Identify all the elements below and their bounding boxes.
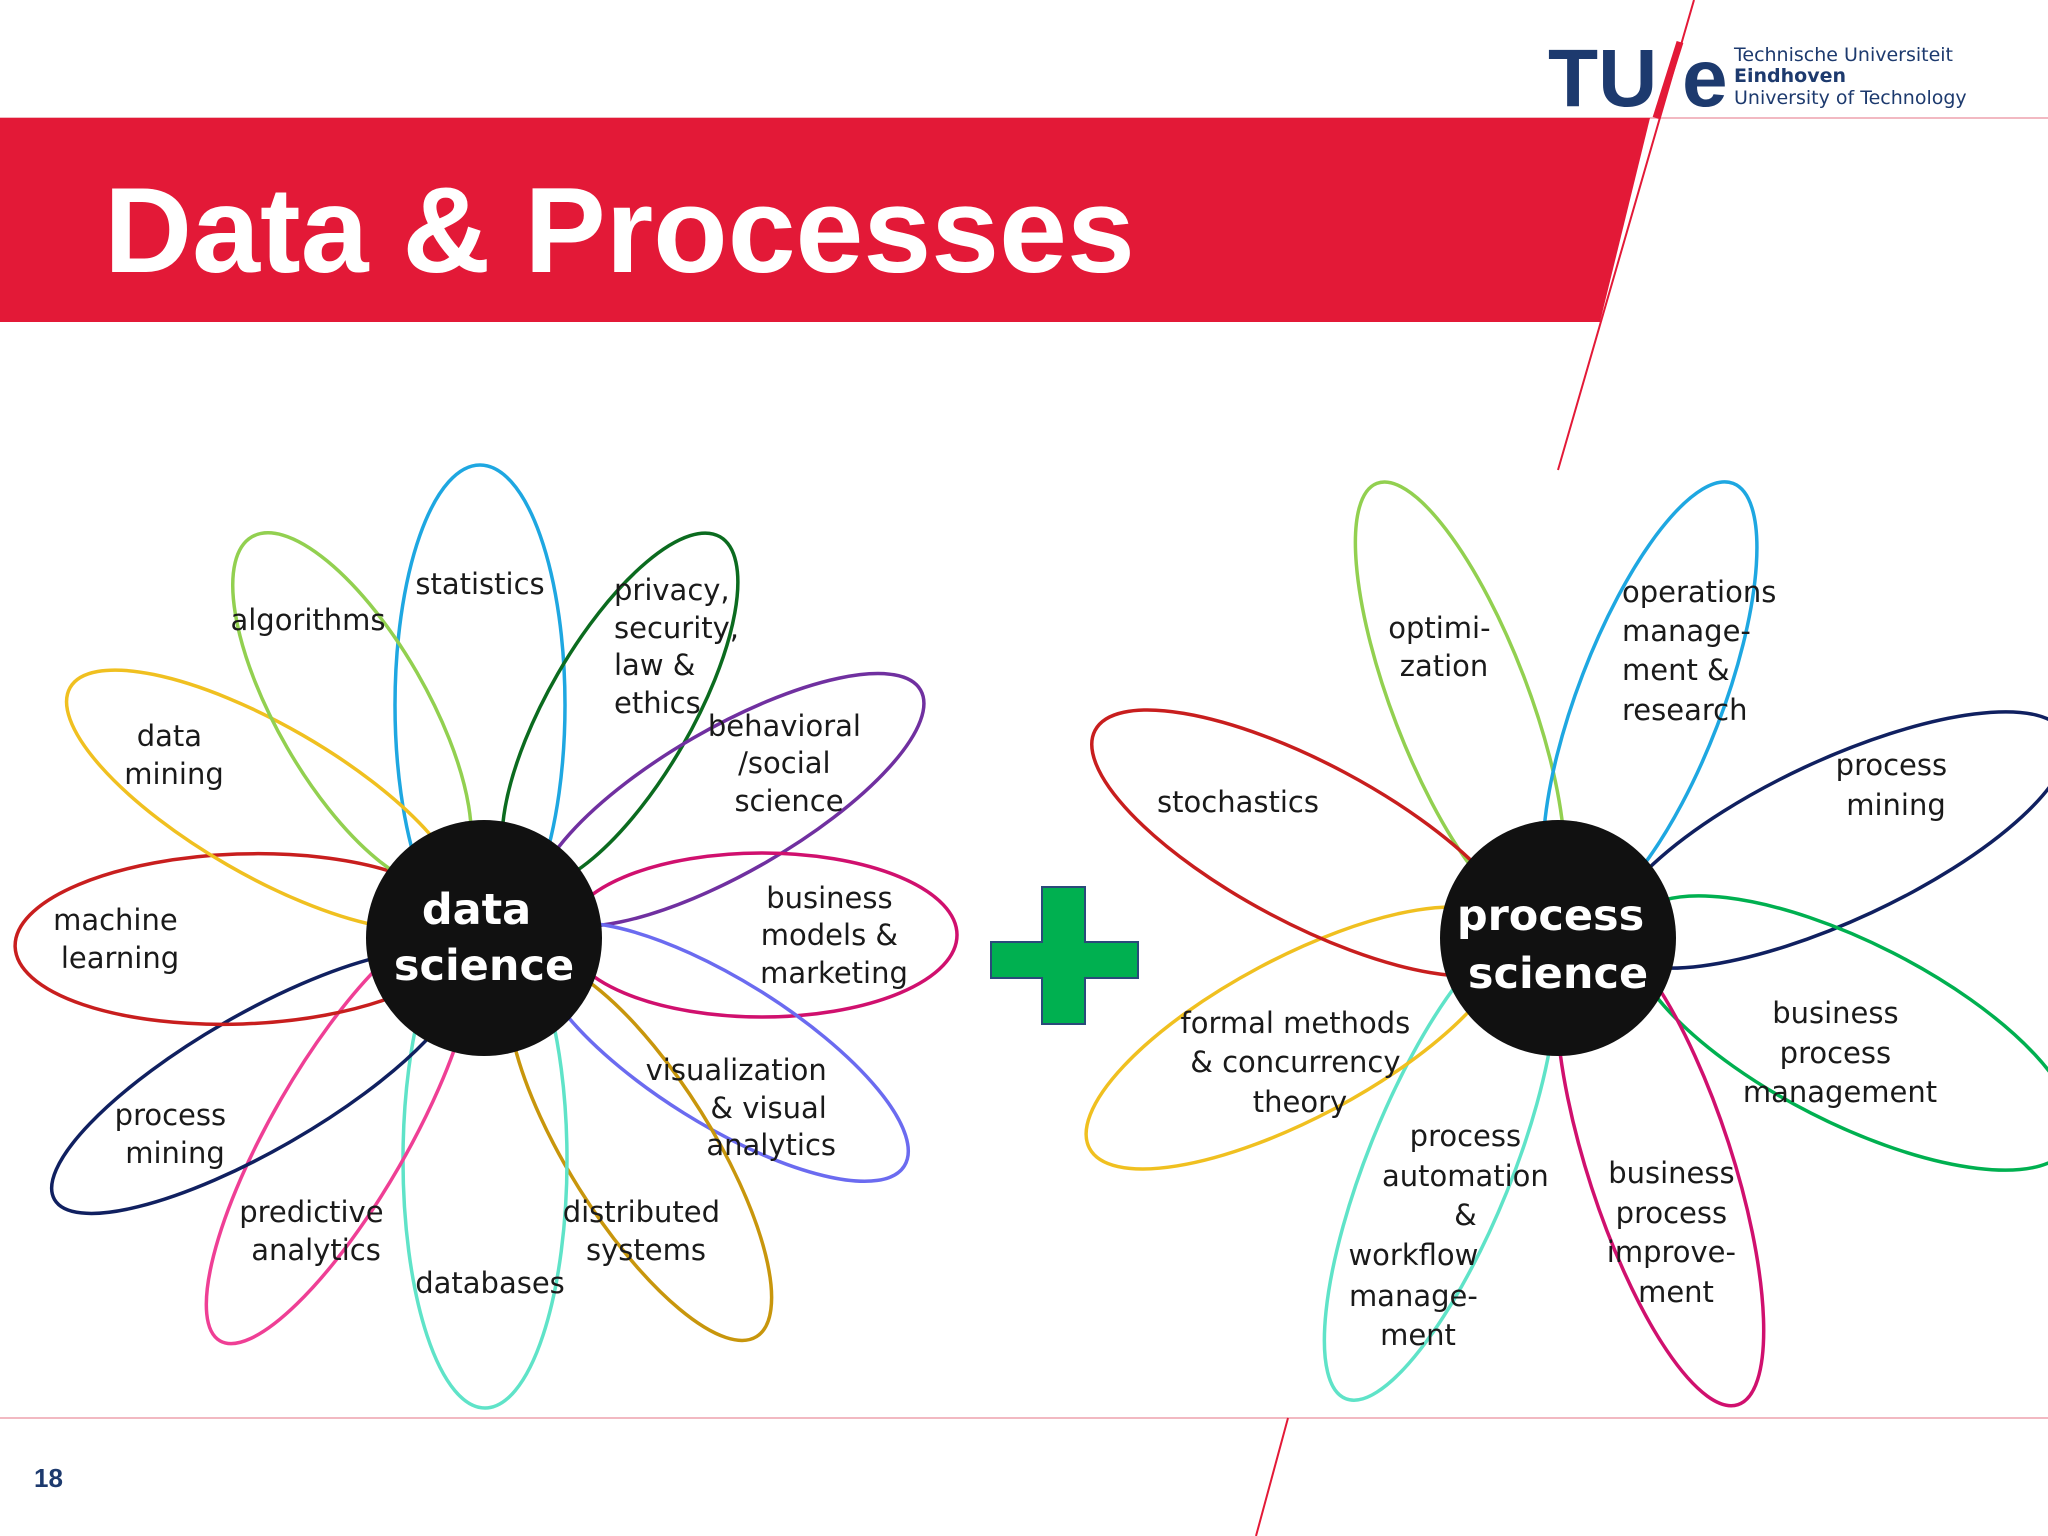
logo-mark-e: e bbox=[1682, 33, 1728, 124]
label-process-mining-ps: process mining bbox=[1836, 748, 1957, 822]
label-operations: operations manage- ment & research bbox=[1622, 575, 1786, 727]
label-process-mining: process mining bbox=[115, 1098, 236, 1170]
label-predictive: predictive analytics bbox=[239, 1195, 393, 1267]
tue-logo: TU e Technische Universiteit Eindhoven U… bbox=[1548, 33, 1967, 124]
plus-icon bbox=[990, 886, 1139, 1025]
label-formal-methods: formal methods & concurrency theory bbox=[1181, 1006, 1420, 1119]
label-machine-learning: machine learning bbox=[53, 903, 187, 975]
label-behavioral: behavioral /social science bbox=[708, 709, 870, 818]
label-statistics: statistics bbox=[415, 567, 544, 601]
logo-mark-tu: TU bbox=[1548, 33, 1657, 124]
page-title: Data & Processes bbox=[104, 162, 1135, 298]
label-automation: process automation & workflow manage- me… bbox=[1348, 1119, 1558, 1352]
label-optimization: optimi- zation bbox=[1388, 611, 1500, 683]
label-data-mining: data mining bbox=[124, 719, 224, 791]
logo-slash bbox=[1652, 40, 1684, 120]
label-stochastics: stochastics bbox=[1157, 785, 1319, 819]
process-science-flower: process science optimi- zation operation… bbox=[1084, 480, 2048, 1408]
process-science-center-label: process science bbox=[1457, 891, 1659, 999]
logo-line-3: University of Technology bbox=[1734, 87, 1967, 109]
label-distributed: distributed systems bbox=[563, 1195, 730, 1267]
logo-line-2: Eindhoven bbox=[1734, 65, 1846, 87]
logo-line-1: Technische Universiteit bbox=[1733, 44, 1953, 66]
label-visualization: visualization & visual analytics bbox=[646, 1053, 836, 1162]
title-banner bbox=[0, 118, 1650, 322]
label-privacy: privacy, security, law & ethics bbox=[614, 573, 748, 720]
label-algorithms: algorithms bbox=[230, 603, 385, 637]
label-databases: databases bbox=[415, 1266, 565, 1300]
data-science-center-label: data science bbox=[394, 885, 574, 991]
label-bpm: business process management bbox=[1743, 996, 1937, 1109]
data-science-flower: data science statistics privacy, securit… bbox=[13, 463, 959, 1410]
footer-slash-line bbox=[1255, 1417, 1289, 1536]
process-science-center bbox=[1440, 820, 1676, 1056]
data-science-center bbox=[366, 820, 602, 1056]
label-bpi: business process improve- ment bbox=[1607, 1156, 1745, 1309]
label-business-models: business models & marketing bbox=[760, 881, 908, 990]
page-number: 18 bbox=[34, 1463, 63, 1493]
